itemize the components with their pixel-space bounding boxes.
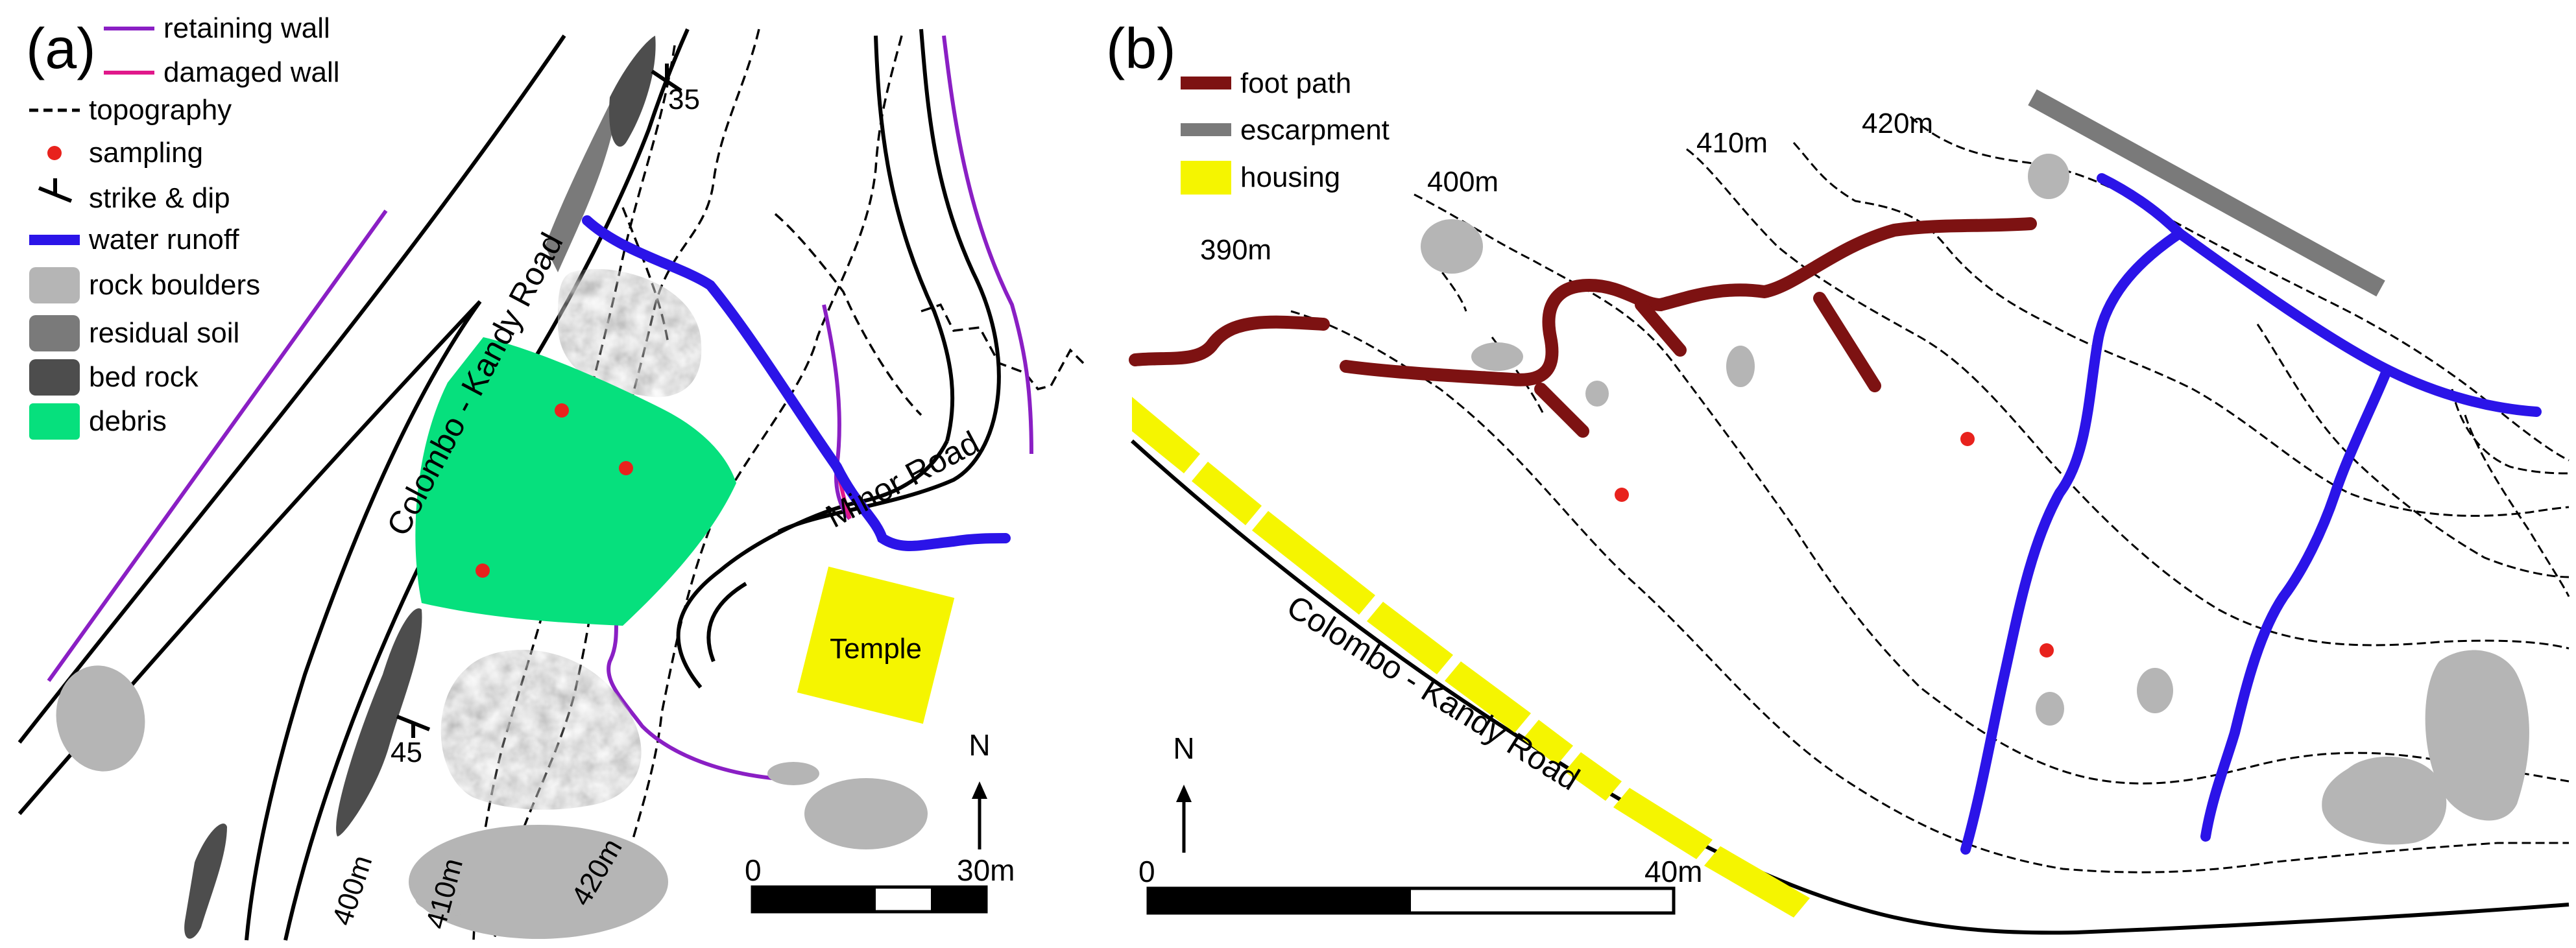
panel-b-water-runoff [1960, 173, 2542, 855]
temple-building [797, 566, 955, 724]
panel-b-rock-boulders [1421, 154, 2529, 845]
escarpment-line [2028, 89, 2385, 297]
panel-a-sampling-points [475, 403, 633, 578]
panel-a-residual-soil [440, 84, 702, 810]
panel-a-scale-end: 30m [957, 853, 1015, 887]
temple-label: Temple [830, 633, 922, 665]
panel-a-road-lines [18, 28, 1001, 941]
panel-b-sampling-points [1615, 432, 2054, 658]
panel-a-scale-bar [751, 885, 988, 914]
panel-b-scale-start: 0 [1138, 855, 1155, 888]
panel-a-retaining-walls [47, 35, 1033, 780]
panel-b-housing [1132, 397, 1810, 918]
legend-housing: housing [1240, 161, 1340, 193]
panel-b-north-label: N [1173, 731, 1194, 765]
panel-a-letter: (a) [26, 16, 96, 80]
panel-b-scale-end: 40m [1644, 855, 1702, 888]
panel-b-contours [1290, 115, 2570, 873]
legend-foot-path: foot path [1240, 67, 1351, 99]
panel-a-bed-rock [184, 36, 656, 939]
panel-b-contour-400: 400m [1427, 166, 1499, 198]
panel-b-north-arrow [1176, 785, 1192, 853]
legend-rock-boulders: rock boulders [89, 269, 260, 301]
panel-a-scale-start: 0 [745, 853, 762, 887]
panel-a-map: (a) [18, 12, 1085, 941]
panel-b-legend: foot path escarpment housing [1181, 67, 1390, 195]
panel-b-scale-bar [1146, 886, 1676, 915]
panel-a-north-label: N [969, 728, 990, 762]
panel-b-letter: (b) [1106, 16, 1176, 80]
panel-b-foot-paths [1129, 217, 2037, 438]
panel-b-contour-420: 420m [1862, 108, 1933, 139]
dip-label-upper: 35 [668, 84, 700, 115]
panel-b-map: (b) [1106, 16, 2570, 935]
legend-sampling: sampling [89, 137, 203, 169]
legend-topography: topography [89, 94, 232, 126]
legend-water-runoff: water runoff [88, 224, 239, 255]
legend-strike-dip: strike & dip [89, 182, 230, 214]
panel-a-debris [415, 337, 736, 626]
panel-b-main-road-label: Colombo - Kandy Road [1281, 588, 1585, 798]
legend-retaining-wall: retaining wall [163, 12, 330, 44]
panel-a-legend: retaining wall damaged wall topography s… [29, 12, 340, 440]
legend-debris: debris [89, 405, 167, 437]
dip-label-lower: 45 [391, 737, 422, 768]
panel-a-water-runoff [582, 215, 1011, 551]
panel-b-contour-410: 410m [1696, 127, 1768, 159]
panel-b-contour-390: 390m [1200, 234, 1271, 266]
legend-bed-rock: bed rock [89, 361, 199, 393]
panel-a-north-arrow [972, 781, 987, 849]
legend-damaged-wall: damaged wall [163, 56, 340, 88]
panel-b-road-edge [1130, 439, 2570, 935]
panel-a-rock-boulders [56, 665, 928, 939]
legend-residual-soil: residual soil [89, 317, 239, 349]
legend-escarpment: escarpment [1240, 114, 1390, 146]
panel-a-contour-400: 400m [326, 851, 379, 929]
panel-a-strike-dip-symbols [396, 64, 682, 738]
